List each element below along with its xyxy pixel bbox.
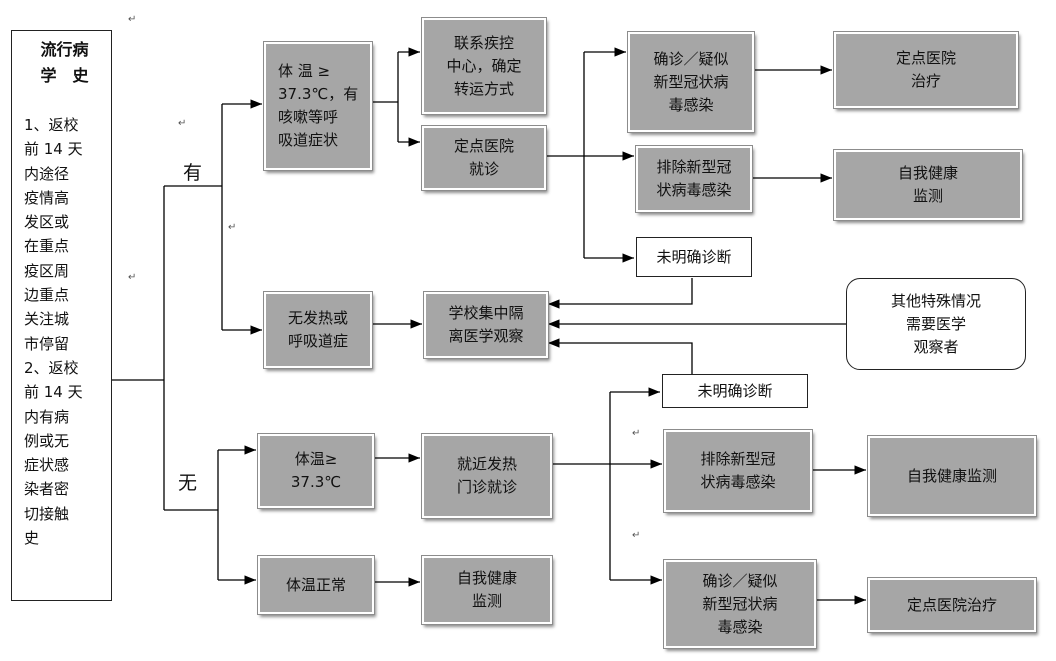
designated-treatment-top-box: 定点医院 治疗: [834, 32, 1018, 108]
contact-cdc-box: 联系疾控 中心，确定 转运方式: [422, 18, 546, 114]
paragraph-mark-icon: ↵: [632, 530, 641, 541]
branch-label-no: 无: [178, 472, 198, 494]
no-fever-box: 无发热或 呼吸道症: [264, 292, 372, 368]
undiagnosed-bottom-box: 未明确诊断: [662, 374, 808, 408]
history-title: 流行病 学 史: [40, 40, 89, 85]
paragraph-mark-icon: ↵: [228, 222, 237, 233]
self-monitor-bottom-right-box: 自我健康监测: [868, 436, 1036, 516]
epidemiological-history-box: 流行病 学 史 1、返校 前 14 天 内途径 疫情高 发区或 在重点 疫区周 …: [11, 30, 112, 601]
fever-bottom-box: 体温≥ 37.3℃: [258, 434, 374, 508]
arrow-undiagnosed-top-to-isolation: [548, 278, 693, 309]
excluded-top-box: 排除新型冠 状病毒感染: [636, 146, 752, 212]
self-monitor-bottom-box: 自我健康 监测: [422, 556, 552, 624]
history-criteria: 1、返校 前 14 天 内途径 疫情高 发区或 在重点 疫区周 边重点 关注城 …: [24, 116, 83, 548]
school-isolation-box: 学校集中隔 离医学观察: [424, 292, 548, 358]
nearby-clinic-box: 就近发热 门诊就诊: [422, 434, 552, 518]
designated-treatment-bottom-box: 定点医院治疗: [868, 578, 1036, 632]
confirmed-suspected-top-box: 确诊／疑似 新型冠状病 毒感染: [628, 32, 754, 132]
designated-visit-box: 定点医院 就诊: [422, 126, 546, 190]
paragraph-mark-icon: ↵: [128, 14, 137, 25]
undiagnosed-top-box: 未明确诊断: [636, 237, 752, 277]
normal-temp-box: 体温正常: [258, 556, 374, 614]
confirmed-suspected-bottom-box: 确诊／疑似 新型冠状病 毒感染: [664, 560, 816, 648]
arrow-undiagnosed-bottom-to-isolation: [548, 338, 693, 374]
other-special-box: 其他特殊情况 需要医学 观察者: [846, 278, 1026, 370]
paragraph-mark-icon: ↵: [178, 118, 187, 129]
self-monitor-top-box: 自我健康 监测: [834, 150, 1022, 220]
paragraph-mark-icon: ↵: [632, 428, 641, 439]
paragraph-mark-icon: ↵: [128, 272, 137, 283]
excluded-bottom-box: 排除新型冠 状病毒感染: [664, 430, 812, 512]
fever-respiratory-box: 体 温 ≥ 37.3℃，有 咳嗽等呼 吸道症状: [264, 42, 372, 170]
branch-label-yes: 有: [183, 162, 203, 184]
